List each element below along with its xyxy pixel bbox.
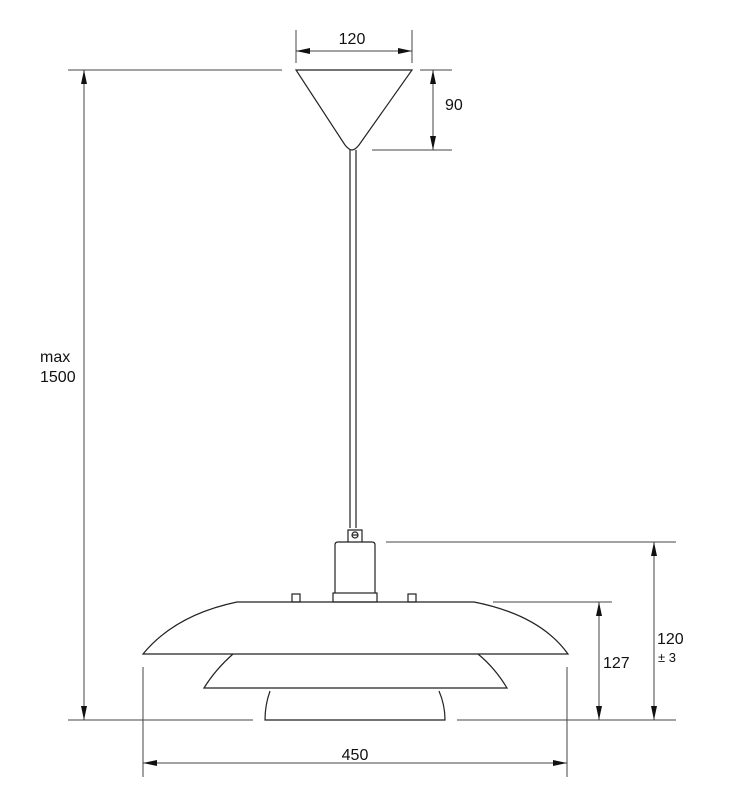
dim-canopy-height: 90 [372,69,463,151]
dim-shade-height-label: 127 [603,655,630,672]
dim-max-label: max [40,349,70,366]
dim-total-height-label: 120 [657,631,684,648]
dim-total-height: 120 ± 3 [386,541,684,720]
top-shade [141,601,570,655]
dim-tolerance-label: ± 3 [658,650,676,665]
dim-shade-diameter-label: 450 [342,747,369,764]
cord [349,150,357,528]
cord-bracket [347,529,363,542]
dim-shade-diameter: 450 [142,667,568,777]
dim-canopy-height-label: 90 [445,97,463,114]
dim-canopy-width-label: 120 [339,31,366,48]
canopy [294,69,414,151]
middle-shade [202,653,509,689]
bottom-bowl [264,690,446,721]
dim-canopy-width: 120 [295,30,413,63]
dim-shade-height: 127 [493,601,630,720]
dim-max-length-label: 1500 [40,369,76,386]
socket [291,541,417,603]
dim-max-length: max 1500 [40,69,282,720]
